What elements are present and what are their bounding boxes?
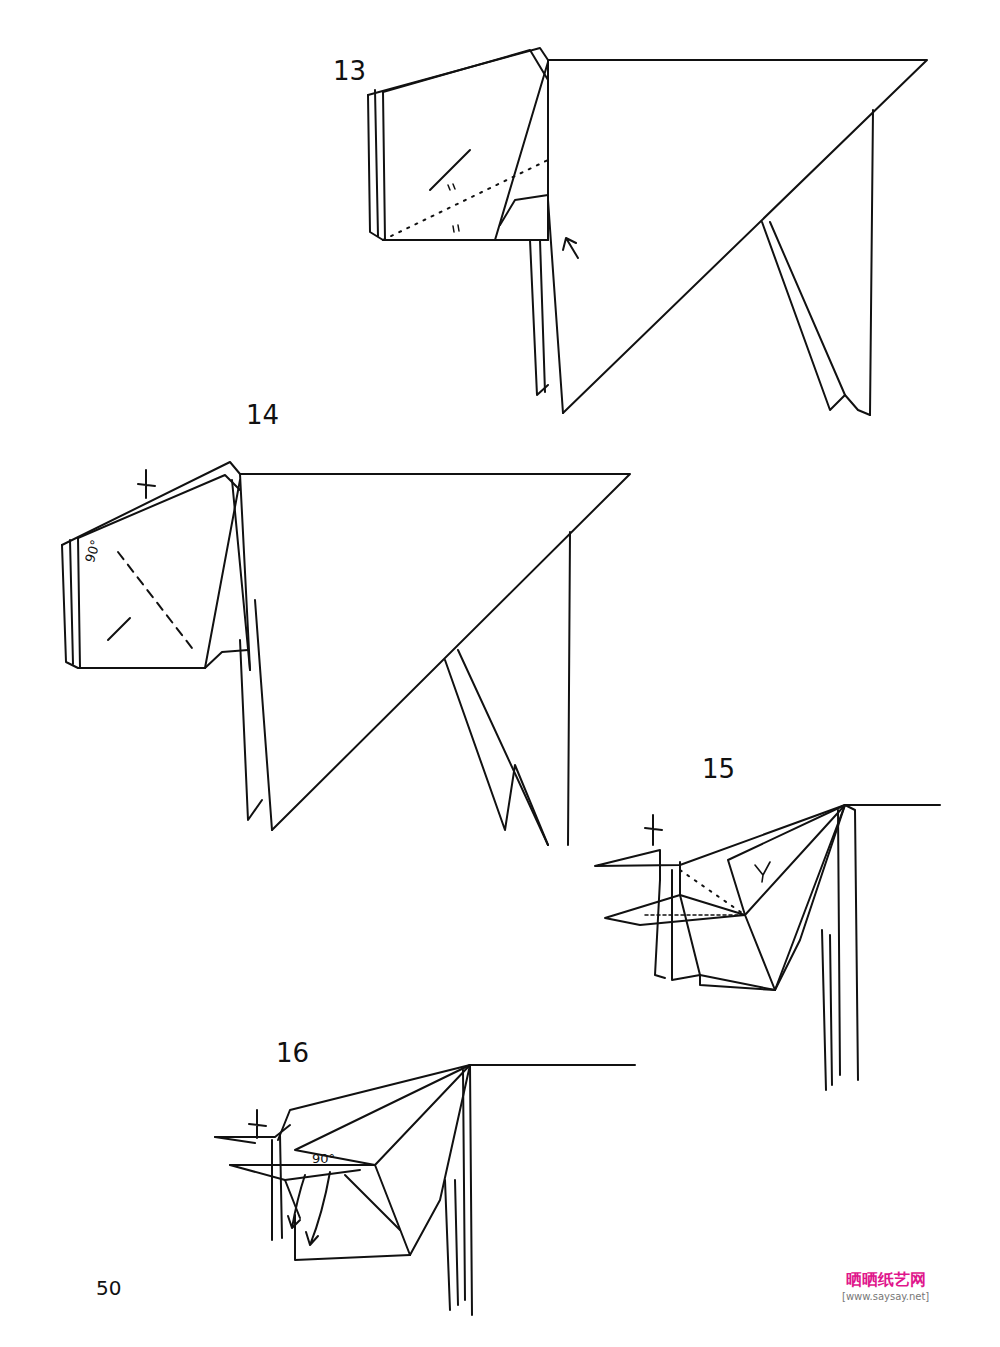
step-15-figure xyxy=(595,805,940,1090)
step-number: 13 xyxy=(333,58,366,84)
step-number: 15 xyxy=(702,756,735,782)
angle-label: 90° xyxy=(312,1152,335,1165)
step-16-figure xyxy=(215,1065,635,1315)
step-number: 14 xyxy=(246,402,279,428)
step-number: 16 xyxy=(276,1040,309,1066)
step-14-figure xyxy=(62,462,630,845)
watermark: 晒晒纸艺网 xyxy=(846,1272,926,1288)
angle-label: 90° xyxy=(83,538,102,564)
watermark-url: [www.saysay.net] xyxy=(842,1292,929,1302)
step-13-figure xyxy=(368,48,927,415)
page-number: 50 xyxy=(96,1278,121,1298)
